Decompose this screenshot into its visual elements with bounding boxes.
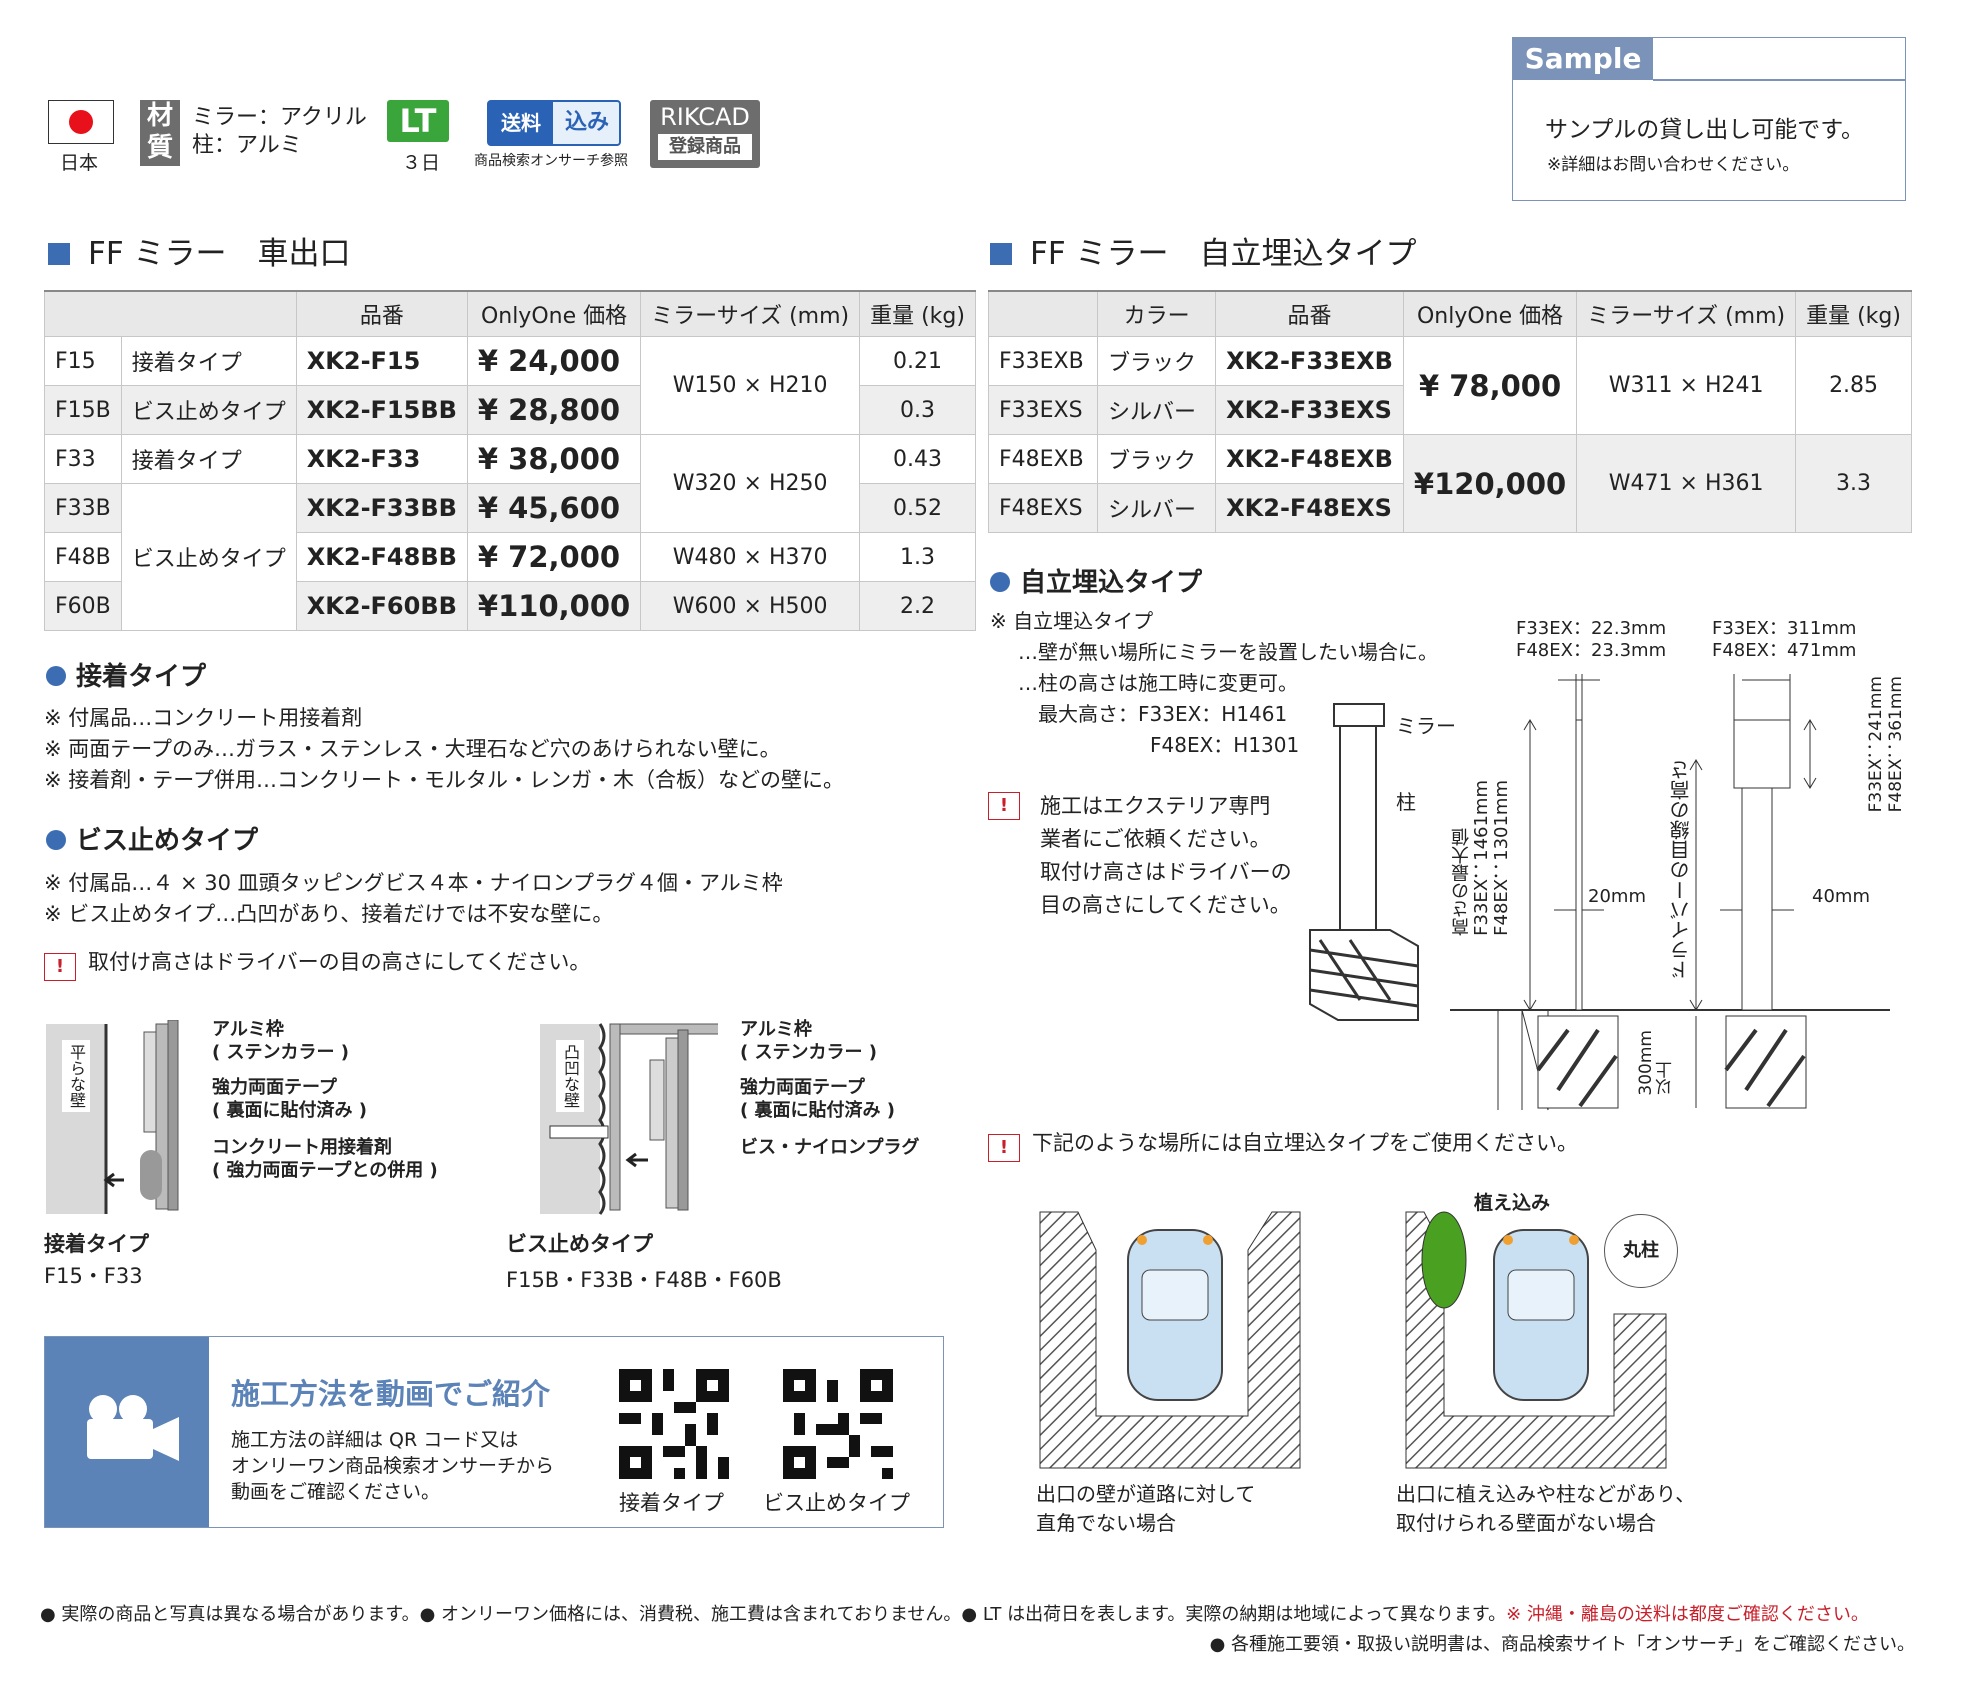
screw-labels: アルミ枠( ステンカラー ) 強力両面テープ( 裏面に貼付済み ) ビス・ナイロ… [740,1019,920,1158]
sample-box: Sample サンプルの貸し出し可能です。 ※詳細はお問い合わせください。 [1512,37,1906,201]
standalone-pole-illustration [1309,703,1419,1021]
screw-notes: ※ 付属品…４ × 30 皿頭タッピングビス４本・ナイロンプラグ４個・アルミ枠※… [44,871,783,926]
screw-warning: !取付け高さはドライバーの目の高さにしてください。 [44,947,590,981]
sample-message: サンプルの貸し出し可能です。 [1545,117,1865,143]
case2-illustration [1405,1211,1667,1469]
screw-diagram [540,1023,718,1215]
plant-label: 植え込み [1474,1192,1551,1214]
adhesive-notes: ※ 付属品…コンクリート用接着剤※ 両面テープのみ…ガラス・ステンレス・大理石な… [44,706,845,792]
sample-title: Sample [1513,38,1653,80]
flat-wall-label: 平らな壁 [62,1040,90,1112]
screw-heading: ビス止めタイプ [46,820,258,857]
origin-label: 日本 [60,152,99,174]
warning-icon: ! [988,792,1020,820]
standalone-warning: ! 施工はエクステリア専門業者にご依頼ください。取付け高さはドライバーの目の高さ… [988,790,1292,922]
material-text: ミラー：アクリル柱：アルミ [192,105,367,158]
standalone-notes: ※ 自立埋込タイプ …壁が無い場所にミラーを設置したい場合に。 …柱の高さは施工… [990,609,1438,757]
warning-icon: ! [988,1134,1020,1162]
eye-height-label: ドライバーの目線の高さ [1669,760,1693,980]
header-blank [987,290,1099,337]
adhesive-heading: 接着タイプ [46,656,206,693]
material-icon: 材質 [140,100,180,166]
lt-badge: LT [387,100,449,142]
shipping-caption: 商品検索オンサーチ参照 [474,153,628,169]
left-section-title: FF ミラー 車出口 [48,228,351,273]
video-description: 施工方法の詳細は QR コード又はオンリーワン商品検索オンサーチから動画をご確認… [231,1429,555,1503]
qr-code-adhesive-icon[interactable] [619,1369,729,1479]
label-mirror: ミラー [1396,714,1456,738]
case2-caption: 出口に植え込みや柱などがあり、取付けられる壁面がない場合 [1396,1482,1696,1535]
bumpy-wall-label: 凸凹な壁 [556,1040,584,1112]
standalone-heading: 自立埋込タイプ [990,562,1202,599]
shipping-badge: 送料込み [487,100,621,146]
width-40mm: 40mm [1812,886,1870,907]
video-box: 施工方法を動画でご紹介 施工方法の詳細は QR コード又はオンリーワン商品検索オ… [44,1336,944,1528]
width-20mm: 20mm [1588,886,1646,907]
header-blank [44,290,297,337]
video-title: 施工方法を動画でご紹介 [231,1377,551,1411]
case1-illustration [1039,1211,1301,1469]
right-section-title: FF ミラー 自立埋込タイプ [990,228,1417,273]
usage-warning: !下記のような場所には自立埋込タイプをご使用ください。 [988,1128,1578,1162]
adhesive-caption-title: 接着タイプ [44,1232,149,1256]
label-pole: 柱 [1396,790,1416,814]
qr-caption-adhesive: 接着タイプ [619,1491,724,1515]
qr-code-screw-icon[interactable] [783,1369,893,1479]
right-price-table: カラー 品番 OnlyOne 価格 ミラーサイズ (mm) 重量 (kg) F3… [987,290,1912,533]
warning-icon: ! [44,953,76,981]
sample-note: ※詳細はお問い合わせください。 [1547,155,1800,175]
case1-caption: 出口の壁が道路に対して直角でない場合 [1036,1482,1256,1535]
adhesive-labels: アルミ枠( ステンカラー ) 強力両面テープ( 裏面に貼付済み ) コンクリート… [212,1019,438,1181]
qr-caption-screw: ビス止めタイプ [763,1491,910,1515]
adhesive-caption-models: F15・F33 [44,1264,143,1288]
lt-days: ３日 [402,152,441,174]
video-camera-icon [45,1337,209,1527]
japan-flag-icon [48,100,114,144]
footer-line-2: ● 各種施工要領・取扱い説明書は、商品検索サイト「オンサーチ」をご確認ください。 [1209,1634,1915,1655]
round-pole-label: 丸柱 [1604,1214,1678,1288]
dimension-drawing [1450,674,1890,1111]
screw-caption-models: F15B・F33B・F48B・F60B [506,1268,782,1292]
screw-caption-title: ビス止めタイプ [506,1232,653,1256]
footer-line-1: ● 実際の商品と写真は異なる場合があります。● オンリーワン価格には、消費税、施… [40,1604,1869,1625]
